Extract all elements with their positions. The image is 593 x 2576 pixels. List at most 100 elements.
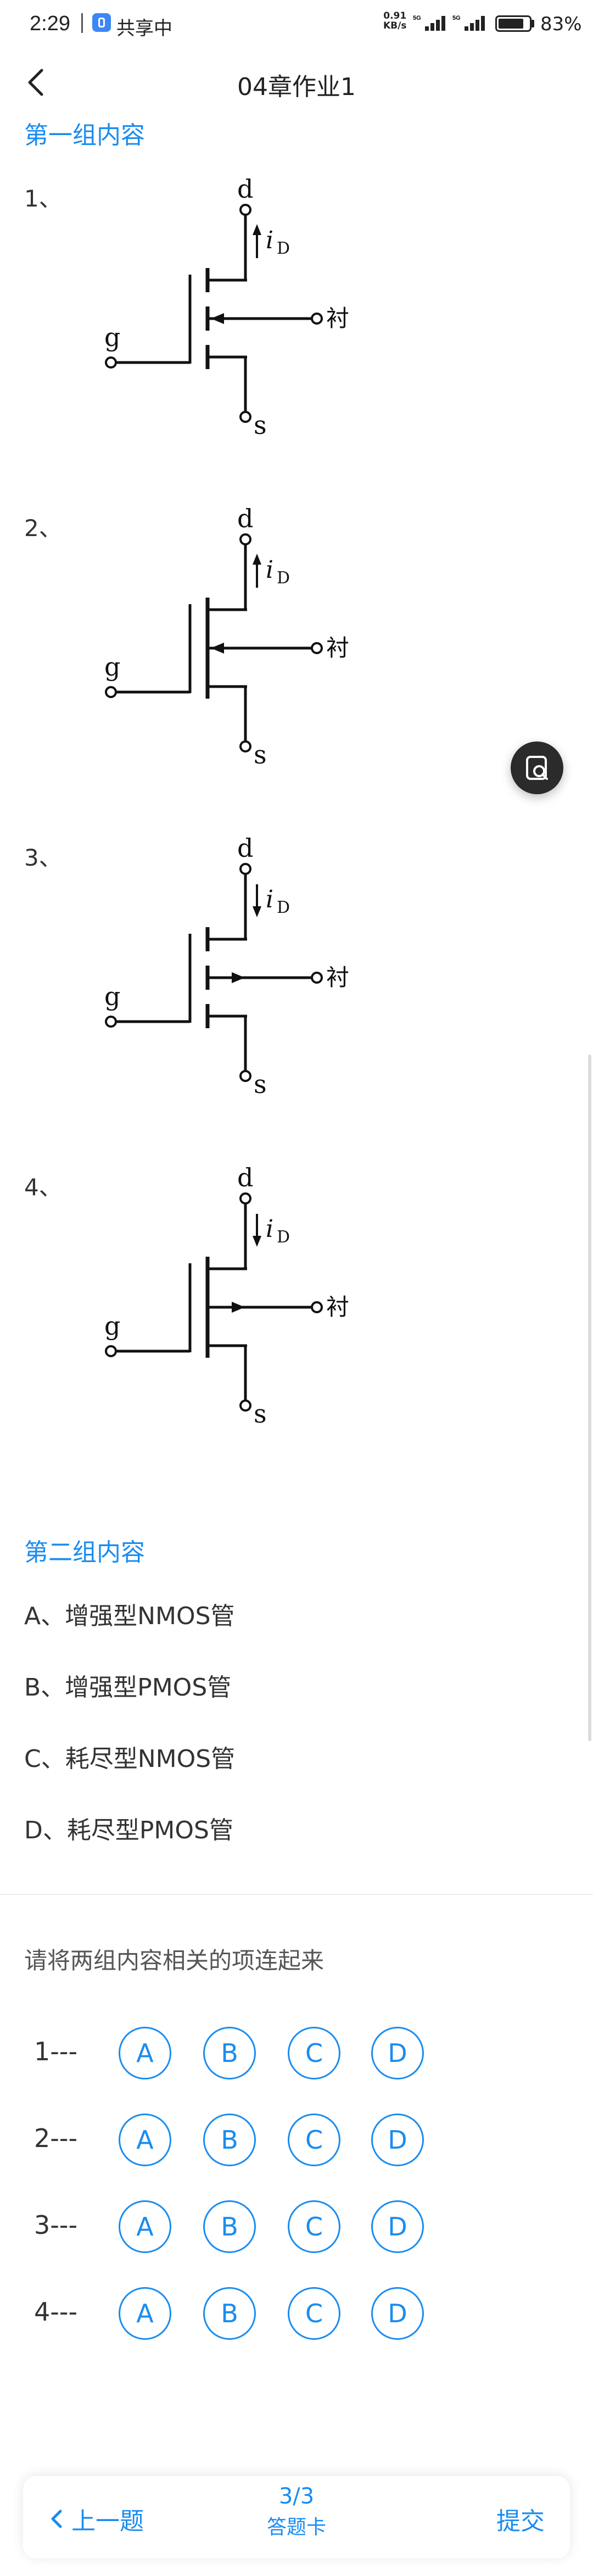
search-document-icon xyxy=(526,756,548,780)
drain-label: d xyxy=(237,505,253,533)
current-label: i xyxy=(266,226,273,254)
floating-search-button[interactable] xyxy=(511,741,563,794)
source-terminal xyxy=(239,411,251,423)
group1-title: 第一组内容 xyxy=(24,121,145,149)
signal-strength-2-icon: 5G xyxy=(452,15,485,31)
source-terminal xyxy=(239,1070,251,1082)
source-label: s xyxy=(254,410,267,440)
drain-label: d xyxy=(237,1164,253,1192)
prev-question-button[interactable]: 上一题 xyxy=(47,2501,144,2536)
gate-label: g xyxy=(104,652,120,682)
current-label: i xyxy=(266,885,273,913)
match-choice-1-c[interactable]: C xyxy=(288,2027,340,2079)
match-choice-4-a[interactable]: A xyxy=(119,2287,171,2340)
gate-label: g xyxy=(104,1311,120,1341)
match-row-label-1: 1--- xyxy=(34,2037,78,2066)
source-label: s xyxy=(254,1399,267,1429)
current-label: i xyxy=(266,1215,273,1243)
question-number-3: 3、 xyxy=(24,844,62,871)
current-arrow-head xyxy=(253,906,261,917)
substrate-label: 衬 xyxy=(326,305,349,332)
question-number-2: 2、 xyxy=(24,515,62,542)
option-a: A、增强型NMOS管 xyxy=(24,1602,235,1630)
section-divider xyxy=(0,1894,593,1895)
chevron-left-icon[interactable] xyxy=(20,65,55,100)
network-speed: 0.91 KB/s xyxy=(383,11,406,31)
match-choice-1-d[interactable]: D xyxy=(371,2027,424,2079)
source-label: s xyxy=(254,1069,267,1099)
gate-terminal xyxy=(105,686,117,698)
question-number-1: 1、 xyxy=(24,185,62,212)
substrate-label: 衬 xyxy=(326,964,349,991)
match-row-label-2: 2--- xyxy=(34,2123,78,2153)
bottom-nav-bar: 上一题 3/3 答题卡 提交 xyxy=(23,2476,570,2558)
signal-1-label: 5G xyxy=(413,15,421,21)
source-label: s xyxy=(254,740,267,770)
network-speed-value: 0.91 xyxy=(383,10,407,21)
scrollbar[interactable] xyxy=(588,1055,592,1769)
drain-terminal xyxy=(239,1192,251,1205)
share-app-icon xyxy=(92,13,111,32)
chevron-left-icon xyxy=(51,2510,62,2528)
answer-card-button[interactable]: 3/3 答题卡 xyxy=(242,2484,351,2540)
page-header: 04章作业1 xyxy=(0,51,593,115)
match-choice-3-c[interactable]: C xyxy=(288,2200,340,2253)
match-choice-4-b[interactable]: B xyxy=(203,2287,256,2340)
current-label: i xyxy=(266,556,273,584)
match-choice-3-d[interactable]: D xyxy=(371,2200,424,2253)
option-b: B、增强型PMOS管 xyxy=(24,1674,232,1702)
substrate-arrow xyxy=(211,643,224,654)
current-subscript: D xyxy=(277,239,290,258)
prev-question-label: 上一题 xyxy=(71,2507,144,2535)
gate-label: g xyxy=(104,982,120,1011)
answer-card-label: 答题卡 xyxy=(266,2516,326,2539)
match-row-label-4: 4--- xyxy=(34,2297,78,2327)
substrate-arrow xyxy=(211,313,224,324)
gate-label: g xyxy=(104,322,120,352)
battery-tip xyxy=(532,20,534,27)
status-time: 2:29 xyxy=(30,12,70,35)
battery-icon xyxy=(495,15,532,32)
substrate-arrow xyxy=(232,1302,245,1313)
group2-title: 第二组内容 xyxy=(24,1538,145,1566)
match-choice-2-c[interactable]: C xyxy=(288,2114,340,2166)
progress-text: 3/3 xyxy=(278,2484,315,2509)
submit-button[interactable]: 提交 xyxy=(496,2507,545,2535)
match-choice-3-b[interactable]: B xyxy=(203,2200,256,2253)
status-app-name: 共享中 xyxy=(116,18,172,40)
match-choice-4-d[interactable]: D xyxy=(371,2287,424,2340)
status-separator xyxy=(81,13,83,33)
drain-terminal xyxy=(239,533,251,545)
drain-label: d xyxy=(237,835,253,863)
match-choice-4-c[interactable]: C xyxy=(288,2287,340,2340)
source-terminal xyxy=(239,1399,251,1412)
status-bar: 2:29 共享中 0.91 KB/s 5G 5G 83% xyxy=(0,0,593,51)
current-arrow-head xyxy=(253,224,261,235)
signal-2-label: 5G xyxy=(452,15,461,21)
gate-terminal xyxy=(105,1345,117,1357)
current-arrow-head xyxy=(253,1236,261,1247)
current-subscript: D xyxy=(277,1228,290,1247)
match-choice-2-a[interactable]: A xyxy=(119,2114,171,2166)
substrate-label: 衬 xyxy=(326,1293,349,1320)
match-choice-1-a[interactable]: A xyxy=(119,2027,171,2079)
match-choice-1-b[interactable]: B xyxy=(203,2027,256,2079)
current-subscript: D xyxy=(277,568,290,588)
matching-prompt: 请将两组内容相关的项连起来 xyxy=(24,1947,325,1974)
substrate-label: 衬 xyxy=(326,634,349,661)
match-choice-2-b[interactable]: B xyxy=(203,2114,256,2166)
battery-percent: 83% xyxy=(540,13,582,35)
drain-terminal xyxy=(239,204,251,216)
match-row-label-3: 3--- xyxy=(34,2210,78,2240)
gate-terminal xyxy=(105,356,117,369)
match-choice-2-d[interactable]: D xyxy=(371,2114,424,2166)
match-choice-3-a[interactable]: A xyxy=(119,2200,171,2253)
substrate-terminal xyxy=(311,313,323,325)
option-d: D、耗尽型PMOS管 xyxy=(24,1816,233,1844)
signal-strength-icon: 5G xyxy=(413,15,445,31)
drain-label: d xyxy=(237,176,253,204)
